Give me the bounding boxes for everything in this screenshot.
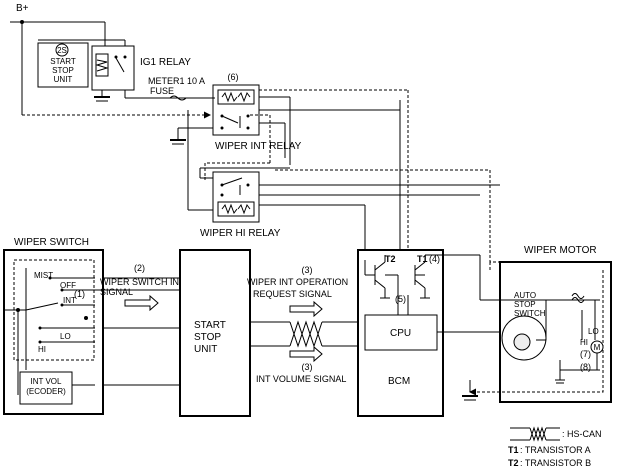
wiper-motor-title: WIPER MOTOR <box>524 245 597 256</box>
signal-3b-arrow <box>289 345 323 363</box>
switch-pos-int: INT <box>63 296 76 305</box>
signal-3a-arrow <box>289 300 323 318</box>
wiper-hi-relay <box>187 110 500 223</box>
ssu-line2: STOP <box>194 332 221 343</box>
bcm-label: BCM <box>388 376 410 387</box>
top-ssu-line2: STOP <box>52 66 74 75</box>
legend-t1-key: T1 <box>508 445 519 455</box>
switch-number: (1) <box>74 289 85 299</box>
signal-3b-label: INT VOLUME SIGNAL <box>256 374 346 384</box>
switch-to-ssu-wires <box>95 277 188 386</box>
motor-n7-label: (7) <box>580 349 591 359</box>
supply-label: B+ <box>16 3 29 14</box>
start-stop-unit <box>179 249 251 417</box>
switch-pos-off: OFF <box>60 281 76 290</box>
ssu-line1: START <box>194 320 226 331</box>
bcm-n5-label: (5) <box>395 294 406 304</box>
fuse-label-line1: METER1 10 A <box>148 76 205 86</box>
auto-stop-line1: AUTO <box>514 291 536 300</box>
auto-stop-line2: STOP <box>514 300 536 309</box>
signal-3a-number: (3) <box>302 265 313 275</box>
int-vol-line1: INT VOL <box>31 377 63 386</box>
top-ssu-line3: UNIT <box>54 75 73 84</box>
int-vol-line2: (ECODER) <box>26 387 66 396</box>
signal-3a-line1: WIPER INT OPERATION <box>247 277 348 287</box>
int-relay-dashed-path <box>22 111 271 163</box>
legend-hs-can-symbol <box>510 426 560 442</box>
signal-2-arrow <box>124 294 159 312</box>
top-ssu-line1: START <box>50 57 76 66</box>
top-start-stop-unit: 2S START STOP UNIT <box>37 42 89 88</box>
bcm-n4-label: (4) <box>429 254 440 264</box>
ig1-relay <box>38 39 215 102</box>
switch-pos-hi: HI <box>38 345 46 354</box>
wiper-int-relay-label: WIPER INT RELAY <box>215 141 302 152</box>
signal-3b-number: (3) <box>302 362 313 372</box>
legend-t1-text: : TRANSISTOR A <box>520 445 591 455</box>
motor-symbol: M <box>594 343 601 352</box>
bcm-t2-label: T2 <box>385 254 396 264</box>
ssu-line3: UNIT <box>194 344 217 355</box>
motor-drive-dashed-path <box>204 89 506 268</box>
wiper-hi-relay-label: WIPER HI RELAY <box>200 228 281 239</box>
wiper-int-relay-number: (6) <box>228 72 239 82</box>
legend-hs-can: : HS-CAN <box>562 429 602 439</box>
fuse-symbol <box>169 95 187 101</box>
hs-can-bus <box>250 320 365 348</box>
legend-t2-text: : TRANSISTOR B <box>520 458 591 468</box>
signal-2-line2: SIGNAL <box>100 287 133 297</box>
legend-t2-key: T2 <box>508 458 519 468</box>
bcm-cpu-label: CPU <box>390 328 411 339</box>
wiper-switch-box <box>3 249 104 415</box>
ig1-relay-label: IG1 RELAY <box>140 57 191 68</box>
wiper-motor-box: M <box>462 255 612 403</box>
bcm-t1-label: T1 <box>417 254 428 264</box>
signal-2-number: (2) <box>134 263 145 273</box>
signal-3a-line2: REQUEST SIGNAL <box>253 289 332 299</box>
auto-stop-line3: SWITCH <box>514 309 546 318</box>
fuse-symbol-label: 2S <box>57 46 67 55</box>
motor-hi-label: HI <box>580 338 588 347</box>
signal-2-line1: WIPER SWITCH INT <box>100 277 185 287</box>
bcm-box <box>357 249 500 417</box>
fuse-label-line2: FUSE <box>150 86 174 96</box>
motor-n8-label: (8) <box>580 362 591 372</box>
switch-pos-mist: MIST <box>34 271 53 280</box>
wiper-switch-title: WIPER SWITCH <box>14 237 89 248</box>
motor-lo-label: LO <box>588 327 599 336</box>
switch-pos-lo: LO <box>60 332 71 341</box>
